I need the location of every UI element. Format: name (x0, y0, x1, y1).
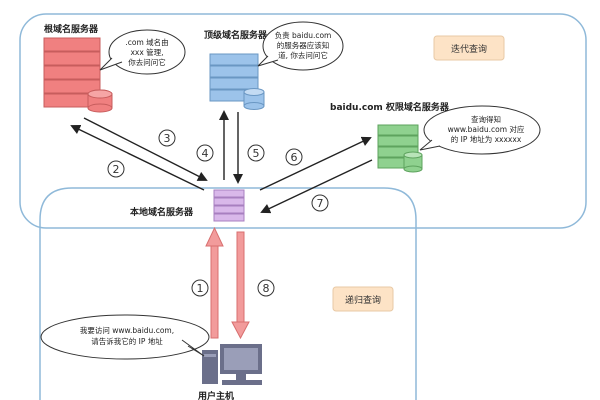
root-cloud: .com 域名由 xxx 管理, 你去问问它 (99, 29, 186, 75)
iterative-query-label: 迭代查询 (451, 43, 487, 55)
step-8-number: 8 (263, 282, 270, 295)
local-server-label: 本地域名服务器 (130, 206, 194, 218)
tld-server-icon (209, 53, 265, 110)
arrow-6 (259, 136, 372, 191)
step-4-number: 4 (202, 147, 209, 160)
step-7-number: 7 (317, 197, 324, 210)
tld-cloud-line-2: 的服务器应该知 (277, 40, 330, 50)
step-5-number: 5 (253, 147, 260, 160)
step-1: 1 (191, 279, 209, 297)
auth-cloud-line-3: 的 IP 地址为 xxxxxx (451, 134, 522, 144)
step-1-number: 1 (197, 282, 204, 295)
arrow-3 (83, 117, 208, 181)
arrow-1 (205, 226, 224, 339)
auth-server-label: baidu.com 权限域名服务器 (330, 101, 450, 113)
step-3-number: 3 (164, 132, 171, 145)
step-8: 8 (257, 279, 275, 297)
recursive-query-label: 递归查询 (345, 294, 381, 306)
client-cloud: 我要访问 www.baidu.com, 请告诉我它的 IP 地址 (40, 314, 210, 360)
root-cloud-line-2: xxx 管理, (130, 47, 163, 57)
step-3: 3 (158, 129, 176, 147)
tld-cloud: 负责 baidu.com 的服务器应该知 道, 你去问问它 (257, 21, 344, 71)
recursive-region (39, 187, 417, 400)
iterative-region (19, 13, 587, 229)
step-5: 5 (247, 144, 265, 162)
step-7: 7 (311, 194, 329, 212)
step-2-number: 2 (113, 163, 120, 176)
arrow-7 (260, 159, 373, 214)
arrow-2 (70, 124, 205, 191)
root-server-icon (43, 37, 113, 113)
root-server-label: 根域名服务器 (44, 23, 99, 35)
auth-cloud: 查询得知 www.baidu.com 对应 的 IP 地址为 xxxxxx (419, 105, 541, 155)
client-cloud-line-1: 我要访问 www.baidu.com, (80, 325, 174, 335)
step-6: 6 (285, 148, 303, 166)
step-6-number: 6 (291, 151, 298, 164)
auth-server-icon (377, 124, 423, 173)
auth-cloud-line-2: www.baidu.com 对应 (448, 124, 525, 134)
step-2: 2 (107, 160, 125, 178)
root-cloud-line-1: .com 域名由 (125, 37, 168, 47)
tld-cloud-line-1: 负责 baidu.com (275, 30, 332, 40)
recursive-query-box: 递归查询 (332, 286, 394, 312)
root-cloud-line-3: 你去问问它 (128, 57, 166, 67)
client-cloud-line-2: 请告诉我它的 IP 地址 (91, 336, 163, 346)
arrow-8 (231, 231, 250, 340)
local-server-icon (213, 189, 245, 222)
client-label: 用户主机 (197, 390, 234, 400)
tld-server-label: 顶级域名服务器 (204, 29, 268, 41)
step-4: 4 (196, 144, 214, 162)
iterative-query-box: 迭代查询 (433, 35, 505, 61)
tld-cloud-line-3: 道, 你去问问它 (278, 50, 328, 60)
client-pc-icon (202, 344, 262, 385)
auth-cloud-line-1: 查询得知 (471, 114, 501, 124)
